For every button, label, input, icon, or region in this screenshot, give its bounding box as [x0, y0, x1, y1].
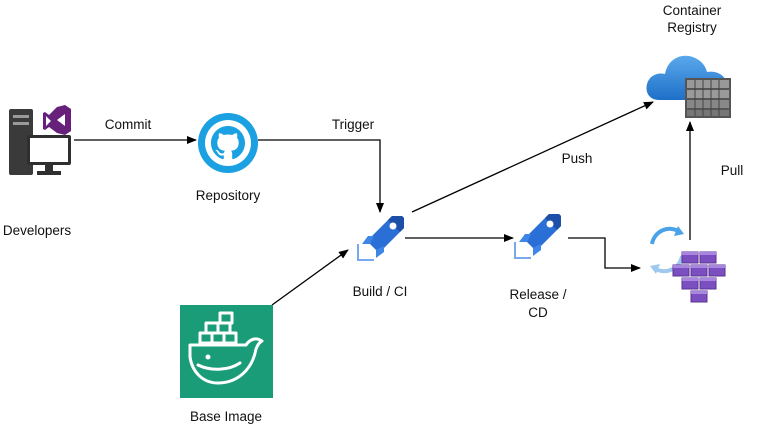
github-icon — [197, 112, 259, 174]
release-cd-label-line1: Release / — [509, 287, 567, 302]
azure-pipelines-icon — [513, 212, 563, 260]
docker-icon — [180, 305, 273, 398]
push-label: Push — [561, 151, 593, 166]
push-arrow — [411, 101, 654, 213]
pull-label: Pull — [720, 163, 744, 178]
container-registry-label-line1: Container — [662, 3, 722, 18]
container-registry-label-line2: Registry — [667, 20, 717, 35]
build-ci-label: Build / CI — [352, 284, 408, 299]
kubernetes-service-icon — [642, 222, 734, 306]
repository-label: Repository — [195, 188, 261, 203]
trigger-label: Trigger — [331, 117, 375, 132]
azure-container-registry-icon — [645, 44, 735, 122]
commit-label: Commit — [104, 117, 152, 132]
trigger-arrow — [258, 139, 384, 213]
release-cd-label-line2: CD — [528, 305, 548, 320]
azure-pipelines-icon — [356, 214, 406, 262]
release-to-aks-arrow — [568, 237, 641, 272]
developer-workstation-icon — [7, 105, 75, 177]
base-image-arrow — [271, 249, 349, 306]
base-image-label: Base Image — [189, 409, 263, 424]
developers-label: Developers — [2, 223, 72, 238]
